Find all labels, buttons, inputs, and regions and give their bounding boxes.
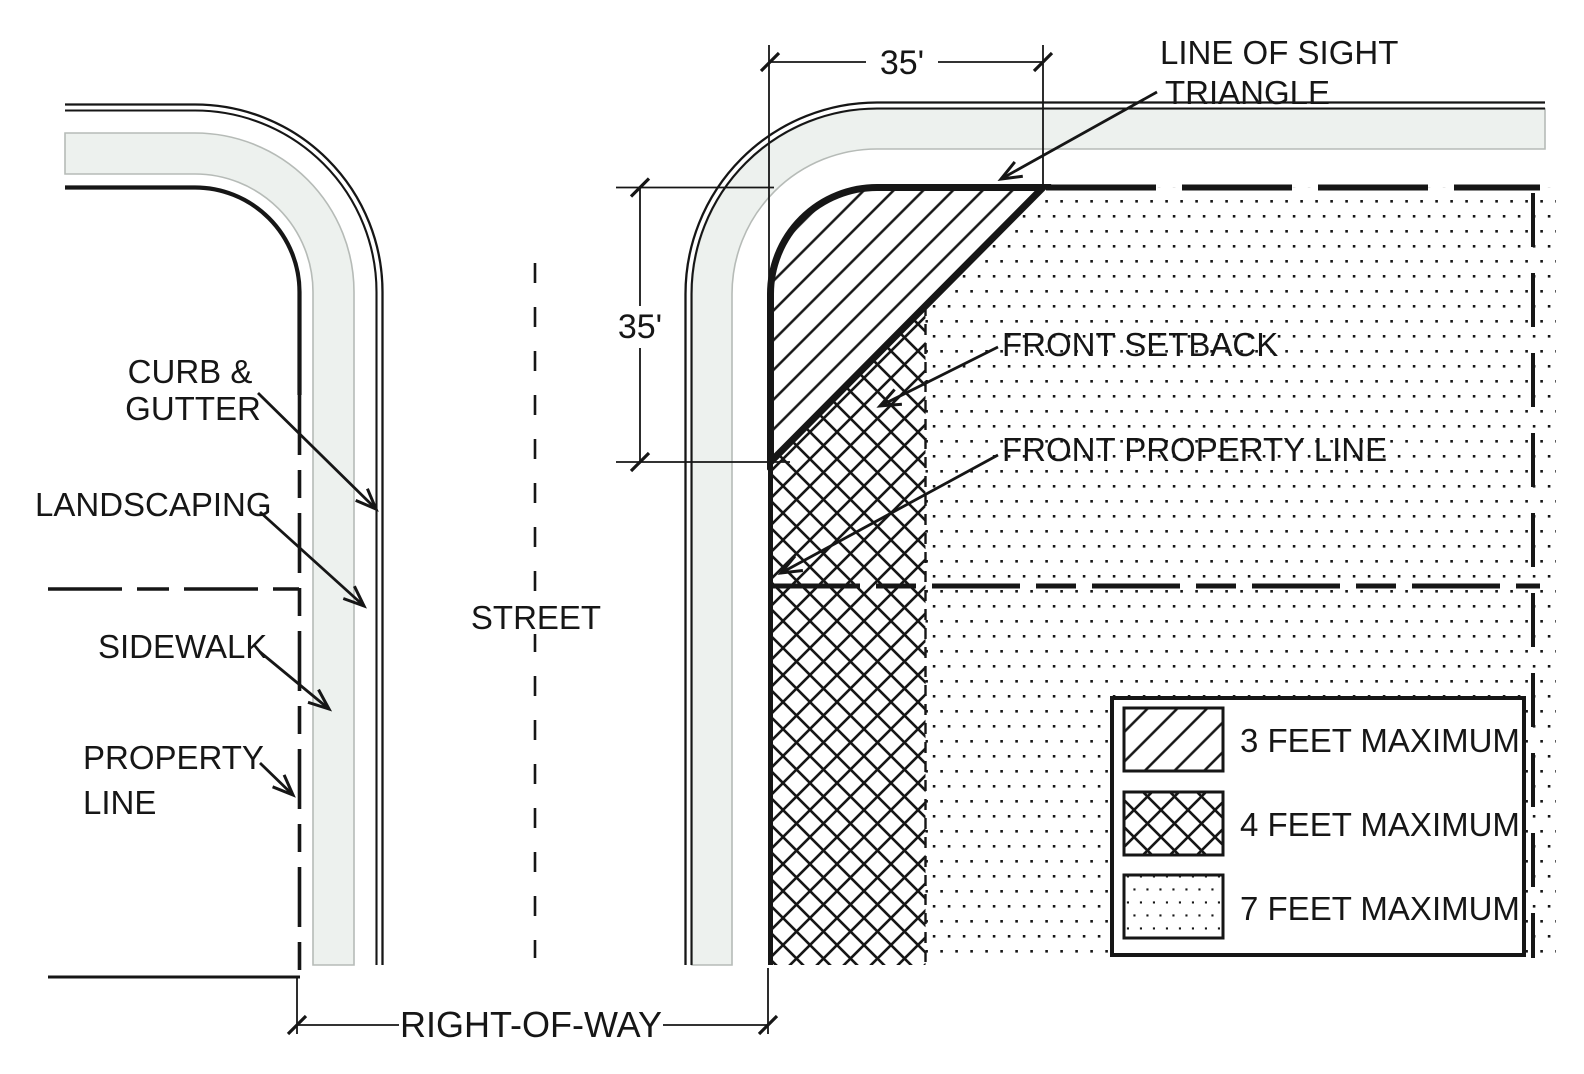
left-curb-outer-line [65,103,384,965]
legend-swatch-cross-hatch [1122,790,1225,857]
front-property-line-leader [780,453,999,575]
arrowhead-icon [876,388,903,408]
right-of-way-label: RIGHT-OF-WAY [400,1004,662,1045]
line-of-sight-label-line2: TRIANGLE [1165,74,1330,111]
sidewalk-leader [259,650,330,711]
arrowhead-icon [777,555,804,575]
line-of-sight-leader [1000,90,1158,181]
sidewalk-label: SIDEWALK [98,628,267,665]
dimension-35ft-horizontal: 35' [759,44,1054,470]
dimension-35ft-vertical: 35' [616,177,790,473]
arrowhead-icon [272,774,296,798]
legend-item-label: 3 FEET MAXIMUM [1240,722,1520,759]
line-of-sight-triangle-shape [767,184,1052,471]
leader-lines [257,90,1158,798]
street-label-mask [464,600,608,634]
front-setback-label: FRONT SETBACK [1002,326,1278,363]
front-property-line-label: FRONT PROPERTY LINE [1002,431,1387,468]
right-curb-inner-line [690,107,1545,965]
front-setback-leader [879,345,999,408]
dimension-text-width: 35' [880,44,924,82]
curb-gutter-label-line2: GUTTER [125,390,261,427]
legend-item-label: 4 FEET MAXIMUM [1240,806,1520,843]
legend-swatch-diagonal-hatch [1122,706,1225,773]
property-line-label-line1: PROPERTY [83,739,264,776]
dimension-ticks [629,177,651,473]
arrowhead-icon [342,585,367,609]
dimension-text-height: 35' [618,308,662,346]
legend: 3 FEET MAXIMUM 4 FEET MAXIMUM 7 FEET MAX… [1110,696,1526,957]
right-curb-outer-line [684,101,1545,965]
property-line-label-line2: LINE [83,784,156,821]
dimension-right-of-way: RIGHT-OF-WAY [286,968,779,1045]
text-labels: CURB & GUTTER LANDSCAPING SIDEWALK PROPE… [35,34,1398,821]
left-sidewalk-band [64,132,355,966]
dimension-ticks [286,1014,779,1036]
left-curb-inner-line [65,109,378,965]
legend-swatch-dots [1122,873,1225,940]
arrowhead-icon [307,688,333,712]
arrowhead-icon [355,488,379,512]
arrowhead-icon [997,160,1023,181]
line-of-sight-label-line1: LINE OF SIGHT [1160,34,1398,71]
curb-gutter-leader [257,392,377,510]
legend-item-label: 7 FEET MAXIMUM [1240,890,1520,927]
landscaping-leader [259,510,365,608]
curb-gutter-label-line1: CURB & [128,353,253,390]
front-setback-area [770,305,926,965]
property-line-leader [259,761,294,797]
left-street-corner [48,103,384,979]
landscaping-label: LANDSCAPING [35,486,272,523]
left-property-line-corner [65,185,302,395]
dimension-ticks [759,51,1054,73]
street-label: STREET [471,599,601,636]
